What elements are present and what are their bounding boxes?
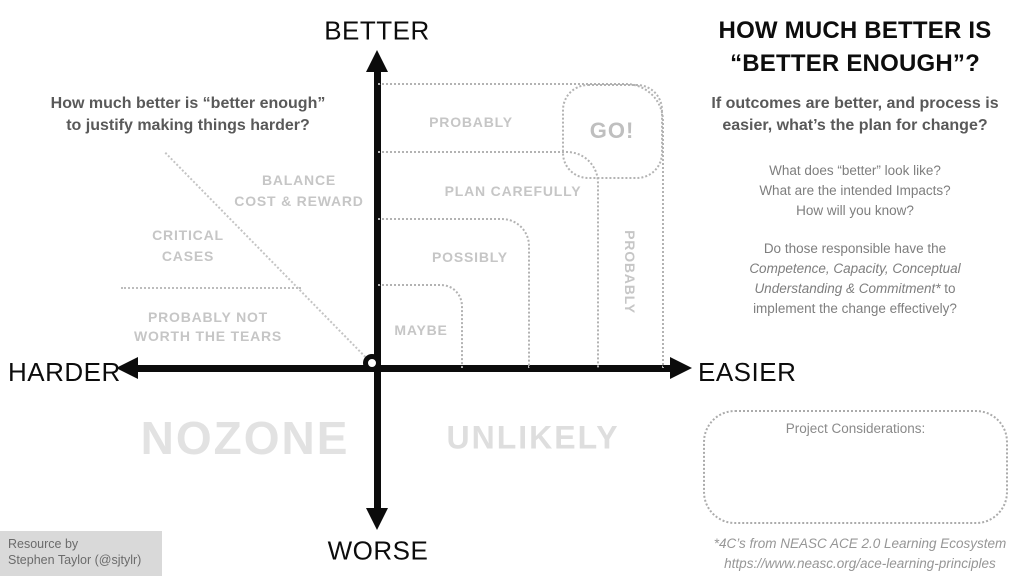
- zone-label-possibly: POSSIBLY: [432, 249, 508, 265]
- zone-plan-carefully: [378, 151, 599, 368]
- left-question-heading: How much better is “better enough” to ju…: [30, 93, 346, 137]
- resource-line1: Resource by: [8, 537, 79, 551]
- resource-line2: Stephen Taylor (@sjtylr): [8, 553, 142, 567]
- zone-label-maybe: MAYBE: [394, 322, 448, 338]
- vertical-axis-line: [374, 60, 381, 512]
- arrow-up-icon: [366, 50, 388, 72]
- critical-line2: CASES: [161, 248, 215, 264]
- panel-title-line2: “BETTER ENOUGH”?: [730, 50, 980, 77]
- origin-circle: [363, 354, 381, 372]
- balance-line1: BALANCE: [261, 172, 337, 188]
- zone-probably-outer: [378, 83, 664, 368]
- balance-cost-reward-label: BALANCE COST & REWARD: [234, 170, 363, 212]
- responsible-line3-italic: Understanding & Commitment*: [754, 281, 941, 296]
- nozone-label: NOZONE: [140, 412, 350, 464]
- zone-maybe: [378, 284, 463, 368]
- panel-questions-block: What does “better” look like? What are t…: [700, 161, 1010, 319]
- question-line1: What does “better” look like?: [769, 163, 941, 178]
- footnote-line2: https://www.neasc.org/ace-learning-princ…: [724, 556, 996, 571]
- balance-line2: COST & REWARD: [234, 193, 364, 209]
- resource-attribution-box: Resource by Stephen Taylor (@sjtylr): [0, 531, 162, 576]
- panel-subtitle: If outcomes are better, and process is e…: [695, 93, 1015, 137]
- project-considerations-box: Project Considerations:: [703, 410, 1008, 524]
- footnote: *4C’s from NEASC ACE 2.0 Learning Ecosys…: [700, 534, 1020, 574]
- axis-label-easier: EASIER: [698, 357, 797, 387]
- zone-possibly: [378, 218, 530, 368]
- axis-label-better: BETTER: [324, 15, 430, 46]
- left-horizontal-dotted-line: [121, 287, 301, 289]
- panel-title-line1: HOW MUCH BETTER IS: [718, 17, 992, 44]
- project-considerations-label: Project Considerations:: [785, 421, 926, 436]
- panel-subtitle-line2: easier, what’s the plan for change?: [722, 117, 988, 134]
- axis-label-worse: WORSE: [327, 535, 429, 566]
- zone-label-plan-carefully: PLAN CAREFULLY: [444, 183, 582, 199]
- zone-label-probably-right: PROBABLY: [622, 230, 638, 314]
- zone-label-go: GO!: [589, 118, 635, 143]
- responsible-line3: Understanding & Commitment* to: [700, 279, 1010, 299]
- critical-cases-label: CRITICAL CASES: [152, 225, 224, 267]
- axis-label-harder: HARDER: [8, 357, 121, 387]
- tears-line1: PROBABLY NOT: [147, 309, 269, 325]
- footnote-line1: *4C’s from NEASC ACE 2.0 Learning Ecosys…: [713, 536, 1007, 551]
- question-line2: What are the intended Impacts?: [759, 183, 951, 198]
- panel-subtitle-line1: If outcomes are better, and process is: [711, 95, 999, 112]
- responsible-line2-italic: Competence, Capacity, Conceptual: [749, 261, 961, 276]
- probably-not-worth-label: PROBABLY NOT WORTH THE TEARS: [134, 308, 282, 346]
- question-line3: How will you know?: [796, 203, 914, 218]
- critical-line1: CRITICAL: [152, 227, 224, 243]
- arrow-down-icon: [366, 508, 388, 530]
- responsible-line1: Do those responsible have the: [763, 241, 947, 256]
- responsible-line3-suffix: to: [940, 281, 956, 296]
- paragraph-gap: [700, 221, 1010, 239]
- tears-line2: WORTH THE TEARS: [133, 328, 283, 344]
- left-question-line1: How much better is “better enough”: [50, 95, 326, 112]
- unlikely-label: UNLIKELY: [446, 419, 620, 456]
- arrow-left-icon: [116, 357, 138, 379]
- horizontal-axis-line: [132, 365, 676, 372]
- panel-title: HOW MUCH BETTER IS “BETTER ENOUGH”?: [700, 14, 1010, 80]
- zone-go-box: [562, 84, 663, 179]
- left-question-line2: to justify making things harder?: [66, 117, 310, 134]
- zone-label-probably-top: PROBABLY: [429, 114, 513, 130]
- responsible-line4: implement the change effectively?: [753, 301, 957, 316]
- arrow-right-icon: [670, 357, 692, 379]
